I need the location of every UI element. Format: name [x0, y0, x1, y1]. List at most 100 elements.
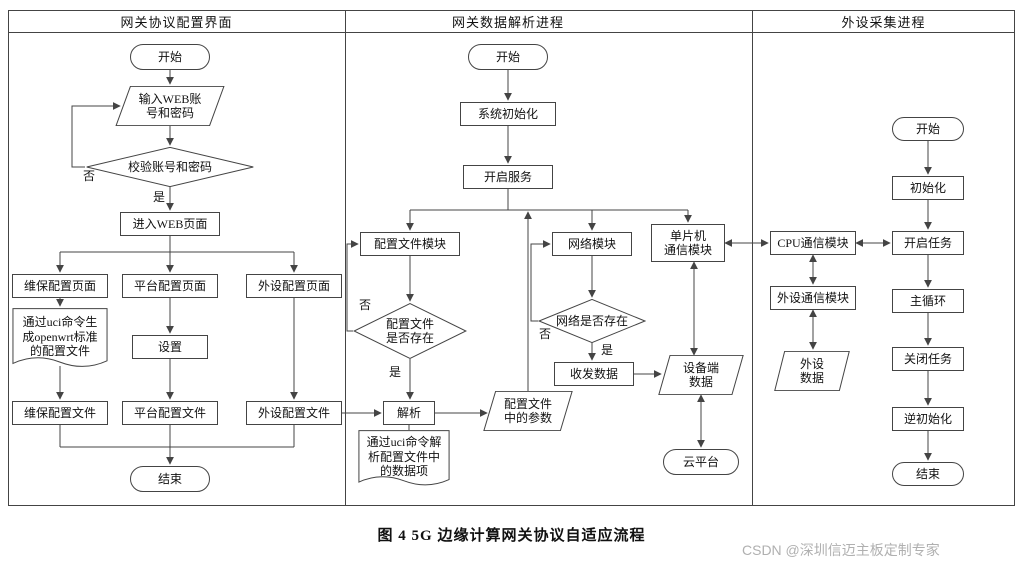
node-l3-deinit-label: 逆初始化	[903, 411, 952, 426]
node-l1-settings-label: 设置	[157, 339, 182, 354]
node-l1-end: 结束	[130, 466, 210, 492]
branch-label-verify-yes: 是	[152, 190, 167, 204]
lane3-connectors	[809, 141, 932, 461]
node-l2-network-exists-label: 网络是否存在	[555, 313, 628, 328]
node-l2-start-service-label: 开启服务	[483, 169, 532, 184]
node-l2-sys-init-label: 系统初始化	[477, 106, 538, 121]
node-l1-input-credentials-label: 输入WEB账 号和密码	[138, 91, 202, 120]
node-l3-init: 初始化	[892, 176, 964, 200]
node-l1-file-peripheral: 外设配置文件	[246, 401, 342, 425]
node-l3-init-label: 初始化	[909, 180, 946, 195]
figure-caption: 图 4 5G 边缘计算网关协议自适应流程	[377, 528, 646, 544]
parallelogram-shape	[658, 355, 744, 395]
node-l3-peri-module-label: 外设通信模块	[776, 290, 849, 305]
node-l2-mcu-module: 单片机 通信模块	[651, 224, 725, 262]
node-l1-page-peripheral: 外设配置页面	[246, 274, 342, 298]
node-l2-device-data: 设备端 数据	[658, 355, 744, 395]
node-l3-open-task-label: 开启任务	[903, 235, 952, 250]
node-l3-peri-data-label: 外设 数据	[799, 356, 824, 385]
node-l3-cpu-module: CPU通信模块	[770, 231, 856, 255]
lane2-connectors	[346, 70, 769, 448]
node-l1-page-platform-label: 平台配置页面	[133, 278, 206, 293]
node-l1-page-platform: 平台配置页面	[122, 274, 218, 298]
document-shape	[12, 308, 108, 374]
node-l2-cloud: 云平台	[663, 449, 739, 475]
lane-divider-1	[345, 10, 346, 506]
parallelogram-shape	[483, 391, 573, 431]
node-l3-open-task: 开启任务	[892, 231, 964, 255]
node-l1-uci-generate: 通过uci命令生 成openwrt标准 的配置文件	[12, 308, 108, 374]
node-l2-network-module: 网络模块	[552, 232, 632, 256]
node-l1-page-maint-label: 维保配置页面	[23, 278, 96, 293]
node-l2-config-module-label: 配置文件模块	[373, 236, 446, 251]
node-l2-config-module: 配置文件模块	[360, 232, 460, 256]
swimlane-frame	[8, 10, 1015, 506]
node-l2-sys-init: 系统初始化	[460, 102, 556, 126]
node-l1-end-label: 结束	[157, 471, 182, 486]
node-l3-main-loop-label: 主循环	[909, 293, 946, 308]
node-l2-txrx-label: 收发数据	[569, 366, 618, 381]
node-l2-network-module-label: 网络模块	[567, 236, 616, 251]
node-l1-start: 开始	[130, 44, 210, 70]
watermark-text: CSDN @深圳信迈主板定制专家	[742, 542, 940, 558]
diamond-shape	[85, 147, 255, 187]
node-l1-file-platform-label: 平台配置文件	[133, 405, 206, 420]
lane-header-config-ui: 网关协议配置界面	[120, 14, 233, 30]
node-l1-page-maint: 维保配置页面	[12, 274, 108, 298]
node-l2-cloud-label: 云平台	[682, 454, 719, 469]
node-l3-close-task: 关闭任务	[892, 347, 964, 371]
node-l3-start-label: 开始	[915, 121, 940, 136]
node-l2-device-data-label: 设备端 数据	[682, 360, 719, 389]
node-l3-close-task-label: 关闭任务	[903, 351, 952, 366]
node-l3-end-label: 结束	[915, 466, 940, 481]
node-l3-deinit: 逆初始化	[892, 407, 964, 431]
node-l2-config-exists-label: 配置文件 是否存在	[385, 316, 434, 345]
node-l2-config-params-label: 配置文件 中的参数	[503, 396, 552, 425]
node-l1-enter-web-label: 进入WEB页面	[132, 216, 208, 231]
lane1-connectors	[56, 70, 382, 465]
parallelogram-shape	[774, 351, 850, 391]
node-l2-network-exists-decision: 网络是否存在	[538, 299, 646, 343]
branch-label-config-no: 否	[358, 298, 373, 312]
diamond-shape	[538, 299, 646, 343]
branch-label-verify-no: 否	[82, 169, 97, 183]
parallelogram-shape	[115, 86, 225, 126]
lane-divider-2	[752, 10, 753, 506]
node-l1-settings: 设置	[132, 335, 208, 359]
node-l3-peri-module: 外设通信模块	[770, 286, 856, 310]
node-l2-txrx: 收发数据	[554, 362, 634, 386]
lane-header-parse-process: 网关数据解析进程	[451, 14, 564, 30]
node-l2-parse-label: 解析	[396, 405, 421, 420]
node-l2-uci-parse: 通过uci命令解 析配置文件中 的数据项	[358, 430, 450, 492]
node-l2-config-exists-decision: 配置文件 是否存在	[353, 303, 467, 359]
branch-label-network-no: 否	[538, 327, 553, 341]
node-l3-start: 开始	[892, 117, 964, 141]
node-l2-config-params: 配置文件 中的参数	[483, 391, 573, 431]
node-l1-start-label: 开始	[157, 49, 182, 64]
lane-header-separator	[8, 32, 1015, 33]
node-l3-main-loop: 主循环	[892, 289, 964, 313]
node-l2-start-label: 开始	[495, 49, 520, 64]
node-l1-input-credentials: 输入WEB账 号和密码	[115, 86, 225, 126]
node-l1-page-peripheral-label: 外设配置页面	[257, 278, 330, 293]
node-l3-end: 结束	[892, 462, 964, 486]
node-l1-uci-generate-label: 通过uci命令生 成openwrt标准 的配置文件	[22, 315, 98, 359]
lane-header-peripheral-process: 外设采集进程	[841, 14, 926, 30]
document-shape	[358, 430, 450, 492]
node-l1-verify-label: 校验账号和密码	[127, 159, 212, 174]
node-l2-uci-parse-label: 通过uci命令解 析配置文件中 的数据项	[366, 435, 442, 479]
node-l2-parse: 解析	[383, 401, 435, 425]
node-l2-start: 开始	[468, 44, 548, 70]
node-l3-cpu-module-label: CPU通信模块	[777, 235, 849, 250]
node-l3-peri-data: 外设 数据	[774, 351, 850, 391]
node-l1-file-peripheral-label: 外设配置文件	[257, 405, 330, 420]
diamond-shape	[353, 303, 467, 359]
node-l1-file-maint-label: 维保配置文件	[23, 405, 96, 420]
node-l1-file-platform: 平台配置文件	[122, 401, 218, 425]
node-l1-verify-decision: 校验账号和密码	[85, 147, 255, 187]
node-l2-mcu-module-label: 单片机 通信模块	[663, 228, 712, 257]
branch-label-config-yes: 是	[388, 365, 403, 379]
node-l2-start-service: 开启服务	[463, 165, 553, 189]
